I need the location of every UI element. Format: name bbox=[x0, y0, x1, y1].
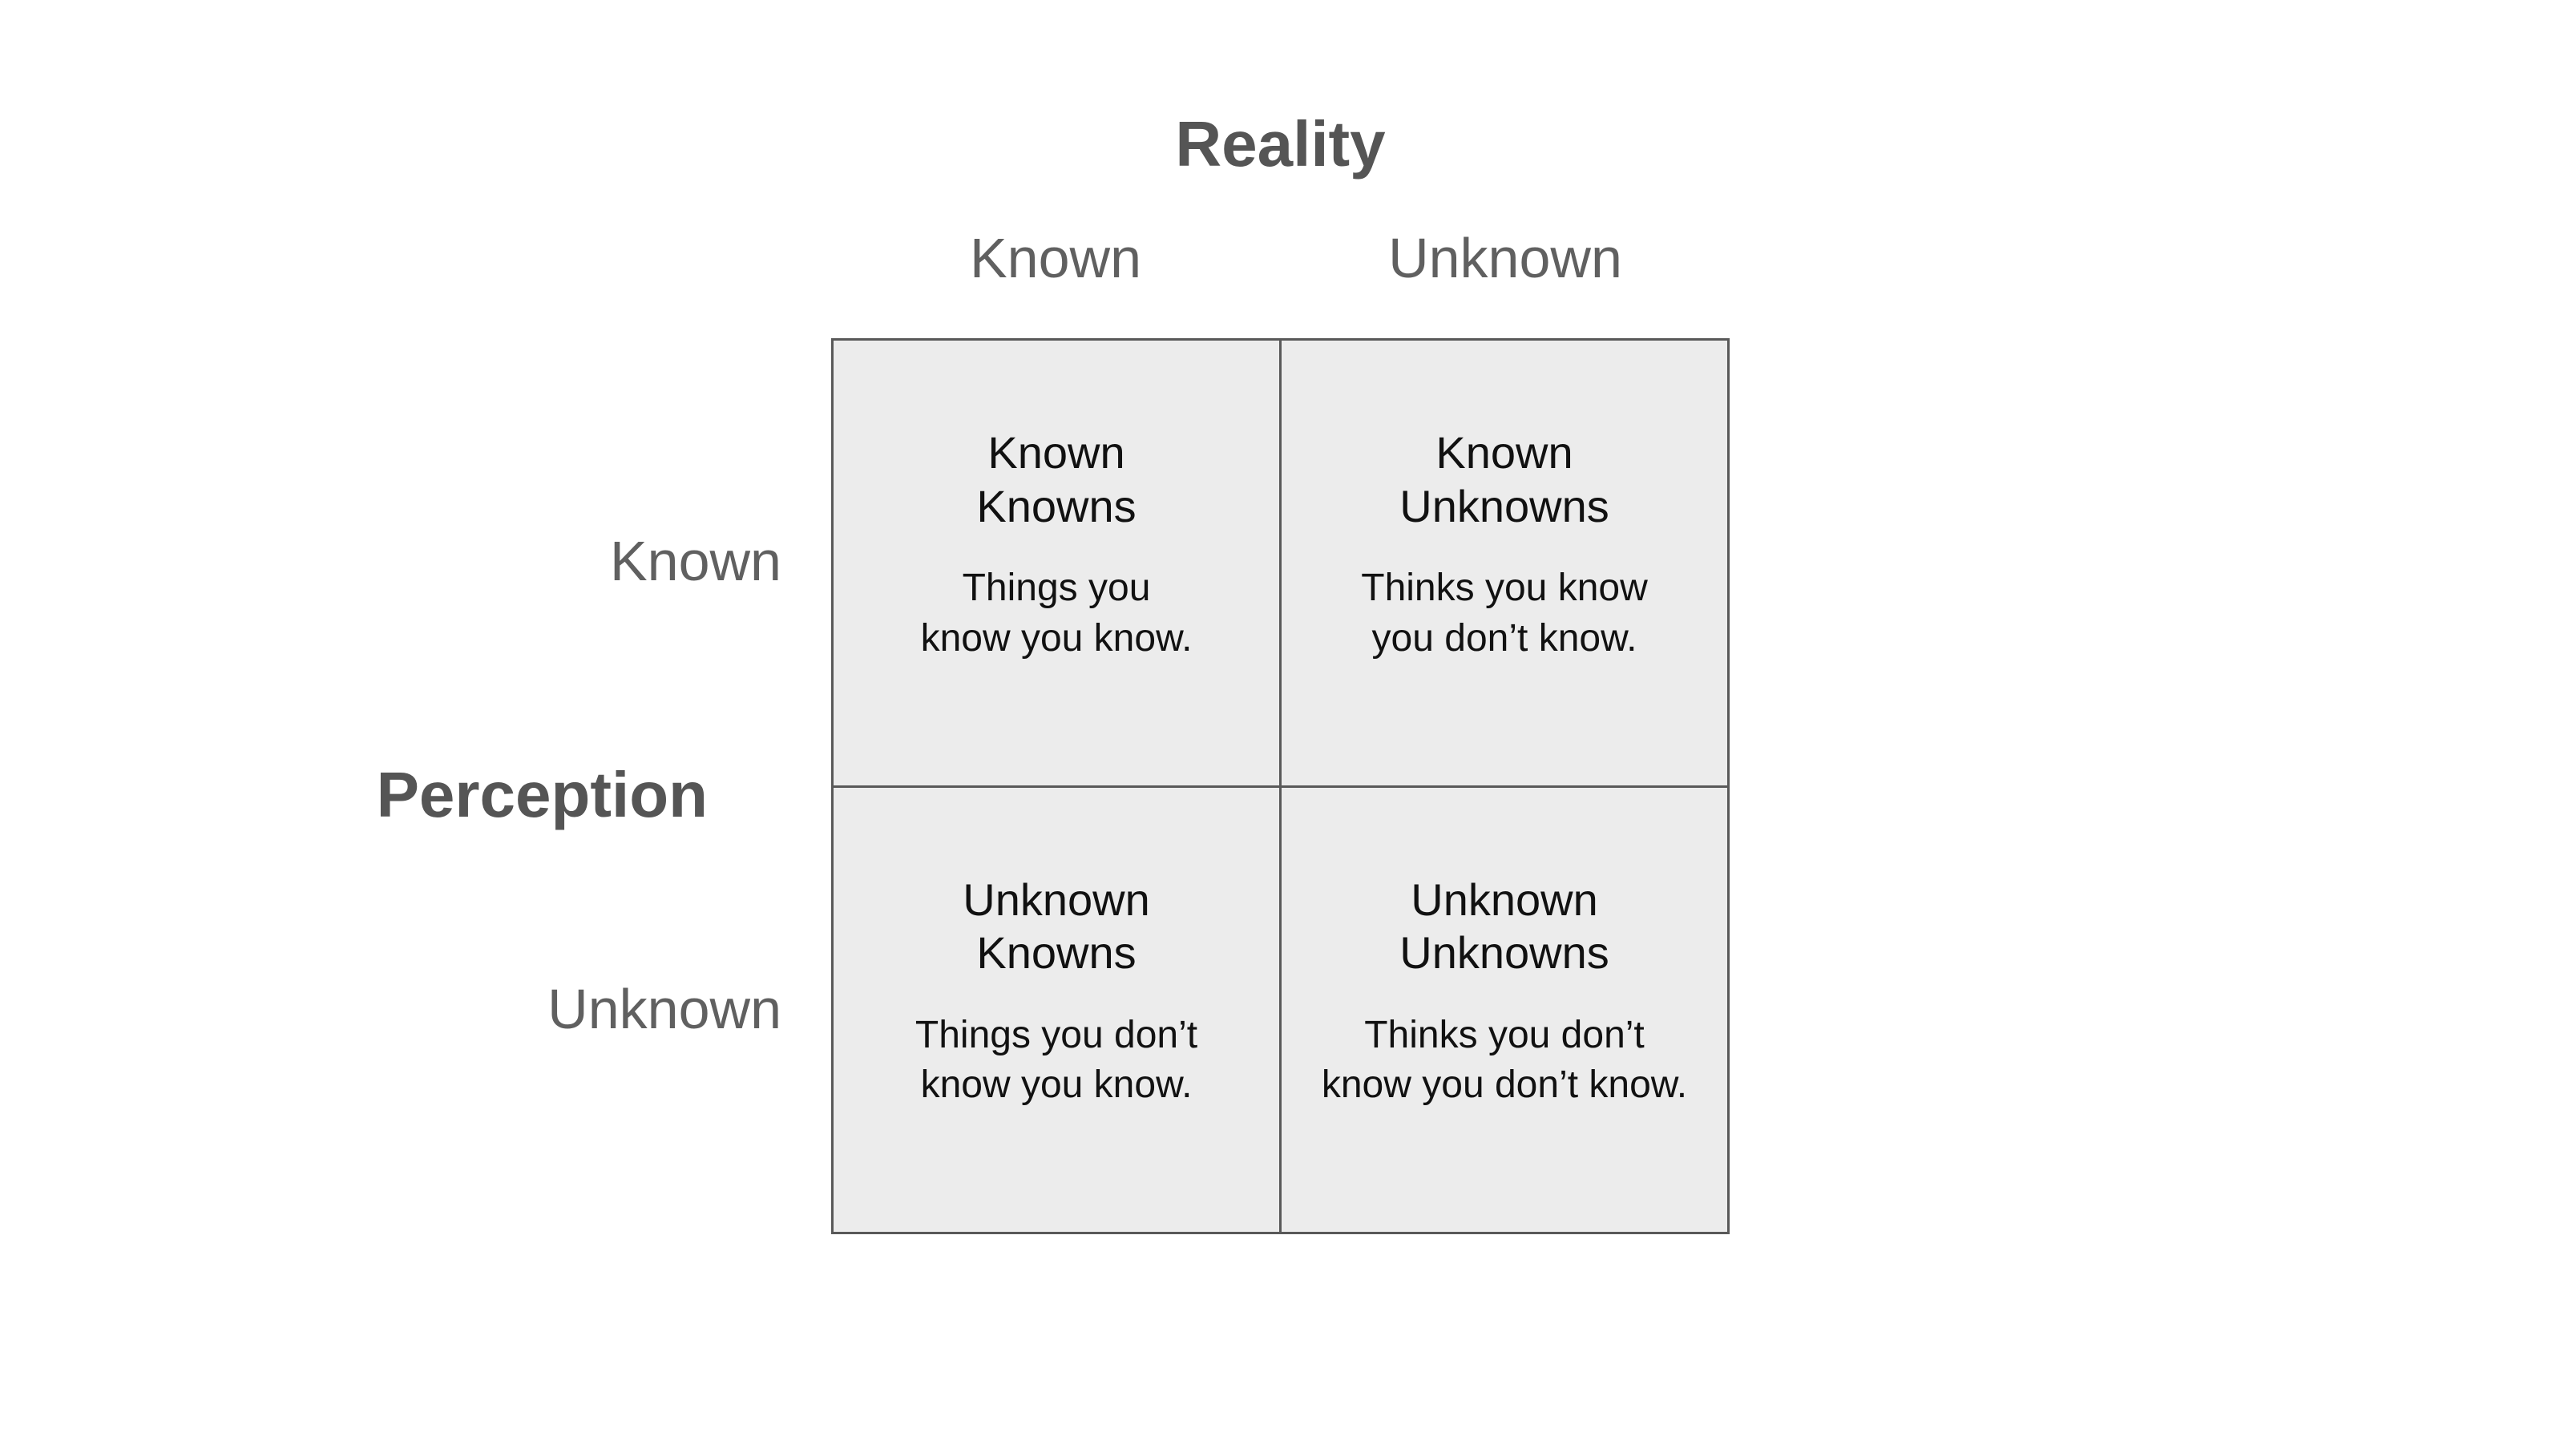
column-label-unknown: Unknown bbox=[1388, 227, 1622, 289]
quadrant-title: Known Unknowns bbox=[1399, 427, 1609, 531]
row-label-known: Known bbox=[609, 530, 781, 592]
column-label-known: Known bbox=[969, 227, 1142, 289]
quadrant-description: Things you don’t know you know. bbox=[915, 1013, 1198, 1107]
quadrant-title: Unknown Unknowns bbox=[1399, 874, 1609, 979]
quadrant-description: Things you know you know. bbox=[920, 567, 1193, 660]
perception-axis-title: Perception bbox=[376, 759, 708, 830]
quadrant-unknown-knowns: Unknown Knowns Things you don’t know you… bbox=[834, 787, 1279, 1232]
row-label-unknown: Unknown bbox=[547, 978, 781, 1040]
quadrant-known-unknowns: Known Unknowns Thinks you know you don’t… bbox=[1282, 341, 1727, 785]
quadrant-unknown-unknowns: Unknown Unknowns Thinks you don’t know y… bbox=[1282, 787, 1727, 1232]
quadrant-title: Unknown Knowns bbox=[963, 874, 1150, 979]
reality-axis-title: Reality bbox=[1175, 108, 1386, 180]
matrix-grid: Known Knowns Things you know you know. K… bbox=[831, 338, 1730, 1234]
quadrant-description: Thinks you don’t know you don’t know. bbox=[1321, 1013, 1688, 1107]
quadrant-known-knowns: Known Knowns Things you know you know. bbox=[834, 341, 1279, 785]
quadrant-title: Known Knowns bbox=[976, 427, 1137, 531]
quadrant-description: Thinks you know you don’t know. bbox=[1361, 567, 1648, 660]
